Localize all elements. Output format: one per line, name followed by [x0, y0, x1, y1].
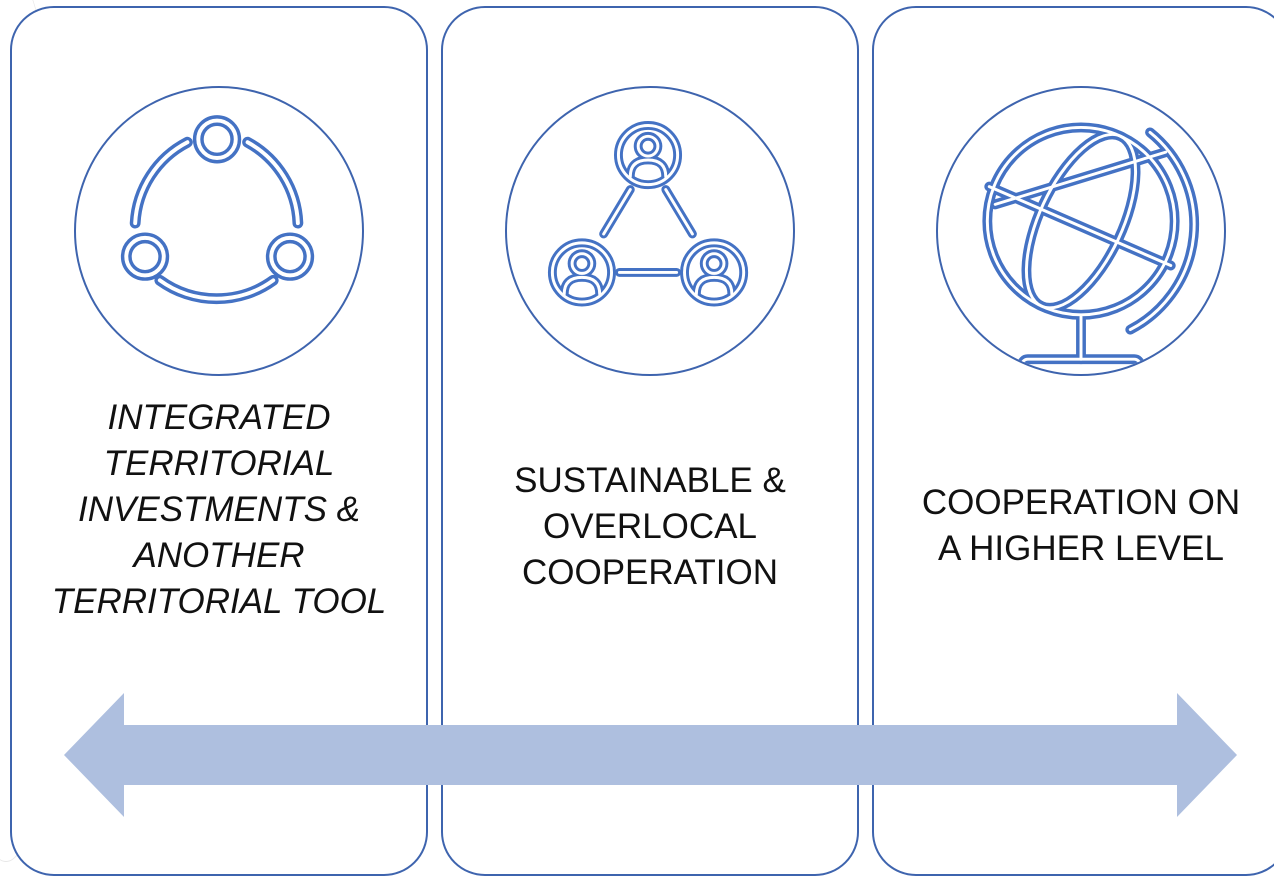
label-line: TERRITORIAL TOOL — [51, 582, 387, 621]
people-network-icon — [507, 86, 793, 376]
panel-cooperation-higher-level: COOPERATION ON A HIGHER LEVEL — [872, 6, 1274, 876]
label-line: SUSTAINABLE & — [514, 461, 786, 500]
icon-circle — [74, 86, 364, 376]
panel-label: COOPERATION ON A HIGHER LEVEL — [874, 480, 1274, 572]
panel-sustainable-overlocal-cooperation: SUSTAINABLE & OVERLOCAL COOPERATION — [441, 6, 859, 876]
label-line: INTEGRATED — [107, 398, 331, 437]
panel-integrated-territorial-investments: INTEGRATED TERRITORIAL INVESTMENTS & ANO… — [10, 6, 428, 876]
icon-circle — [936, 86, 1226, 376]
label-line: A HIGHER LEVEL — [938, 529, 1224, 568]
share-network-icon — [120, 115, 315, 305]
label-line: INVESTMENTS & — [78, 490, 360, 529]
panel-label: SUSTAINABLE & OVERLOCAL COOPERATION — [443, 458, 857, 596]
panel-label: INTEGRATED TERRITORIAL INVESTMENTS & ANO… — [12, 395, 426, 625]
globe-icon — [982, 122, 1200, 374]
icon-circle — [505, 86, 795, 376]
label-line: ANOTHER — [133, 536, 305, 575]
label-line: COOPERATION — [521, 553, 779, 592]
label-line: OVERLOCAL — [543, 507, 757, 546]
label-line: COOPERATION ON — [921, 483, 1241, 522]
label-line: TERRITORIAL — [103, 444, 335, 483]
